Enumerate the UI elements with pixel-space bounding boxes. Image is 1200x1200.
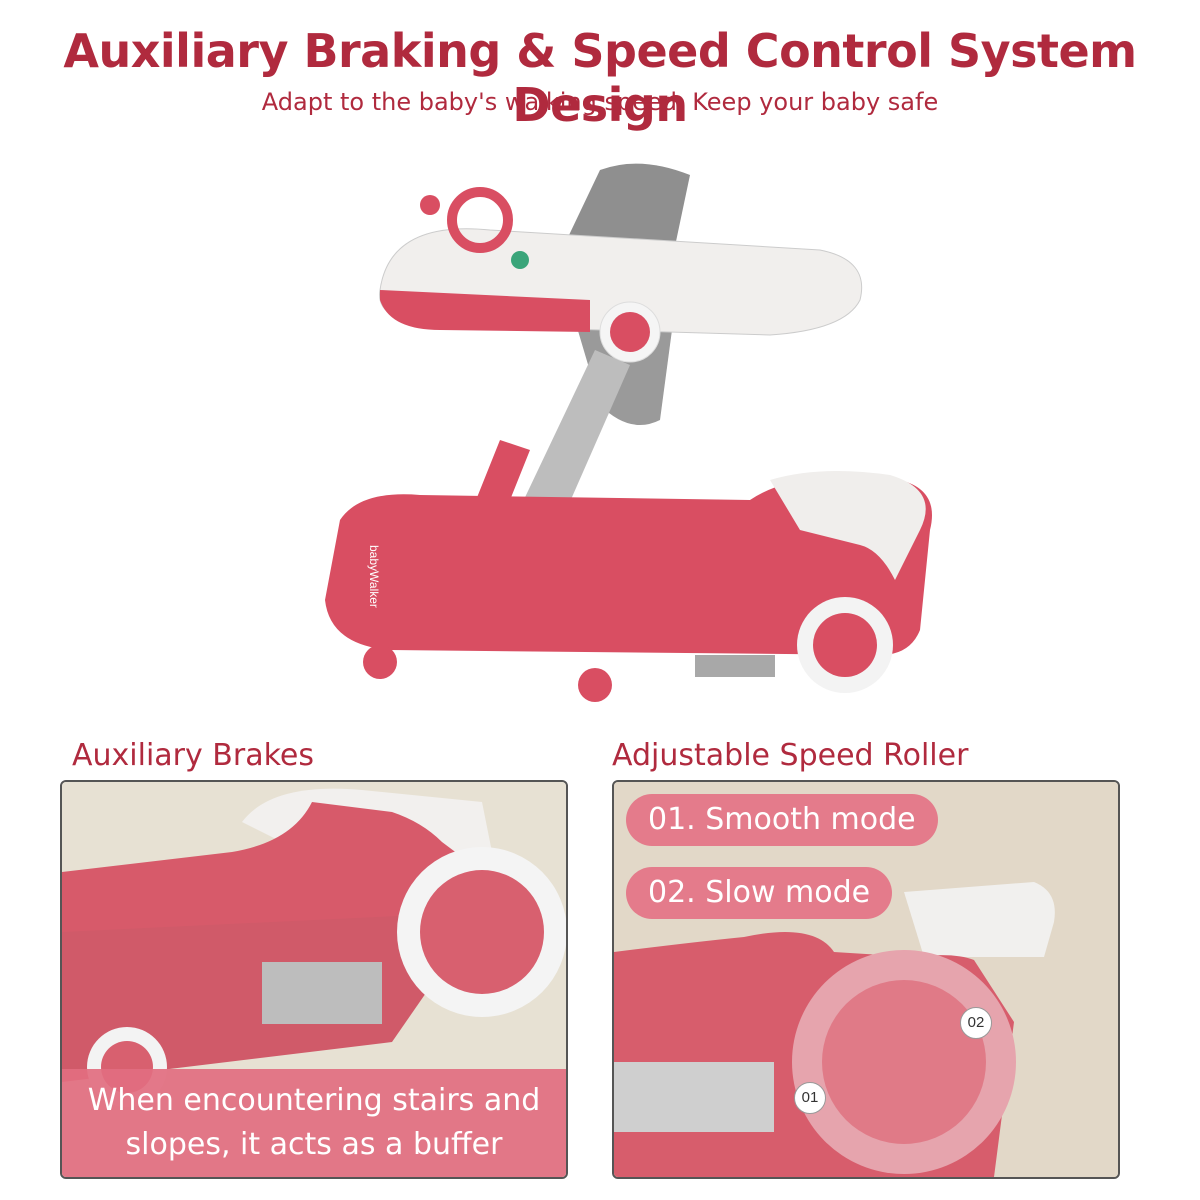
speed-roller-closeup-image — [614, 782, 1118, 1177]
walker-tray-band — [380, 290, 590, 332]
marker-01: 01 — [794, 1082, 826, 1114]
inner-caster — [596, 556, 624, 584]
auxiliary-brakes-panel: When encountering stairs and slopes, it … — [60, 780, 568, 1179]
brake-caption-line-1: When encountering stairs and — [87, 1083, 541, 1118]
smooth-mode-label: 01. Smooth mode — [626, 794, 938, 846]
toy-button-green — [511, 251, 529, 269]
page-subtitle: Adapt to the baby's walking speed, Keep … — [261, 88, 939, 116]
auxiliary-brakes-heading: Auxiliary Brakes — [72, 738, 314, 773]
brake-caption: When encountering stairs and slopes, it … — [62, 1069, 566, 1177]
walker-brand-text: babyWalker — [367, 545, 381, 608]
bumper-part — [904, 882, 1055, 957]
front-caster-left — [363, 645, 397, 679]
speed-roller-panel: 01. Smooth mode 02. Slow mode 01 02 — [612, 780, 1120, 1179]
roller-hub — [822, 980, 986, 1144]
speed-roller-heading: Adjustable Speed Roller — [612, 738, 969, 773]
page-title: Auxiliary Braking & Speed Control System… — [63, 24, 1137, 132]
brake-pad — [695, 655, 775, 677]
baby-walker-illustration: babyWalker — [325, 163, 932, 702]
front-caster-right — [578, 668, 612, 702]
rear-wheel-hub — [813, 613, 877, 677]
walker-base — [325, 480, 932, 655]
brake-block — [614, 1062, 774, 1132]
slow-mode-label: 02. Slow mode — [626, 867, 893, 919]
toy-steering-wheel — [447, 187, 513, 253]
wheel-hub — [420, 870, 544, 994]
brake-block — [262, 962, 382, 1024]
marker-02: 02 — [960, 1007, 992, 1039]
walker-pivot-inner — [610, 312, 650, 352]
walker-bumper — [770, 471, 926, 580]
brake-caption-line-2: slopes, it acts as a buffer — [125, 1127, 503, 1162]
toy-button-red — [420, 195, 440, 215]
